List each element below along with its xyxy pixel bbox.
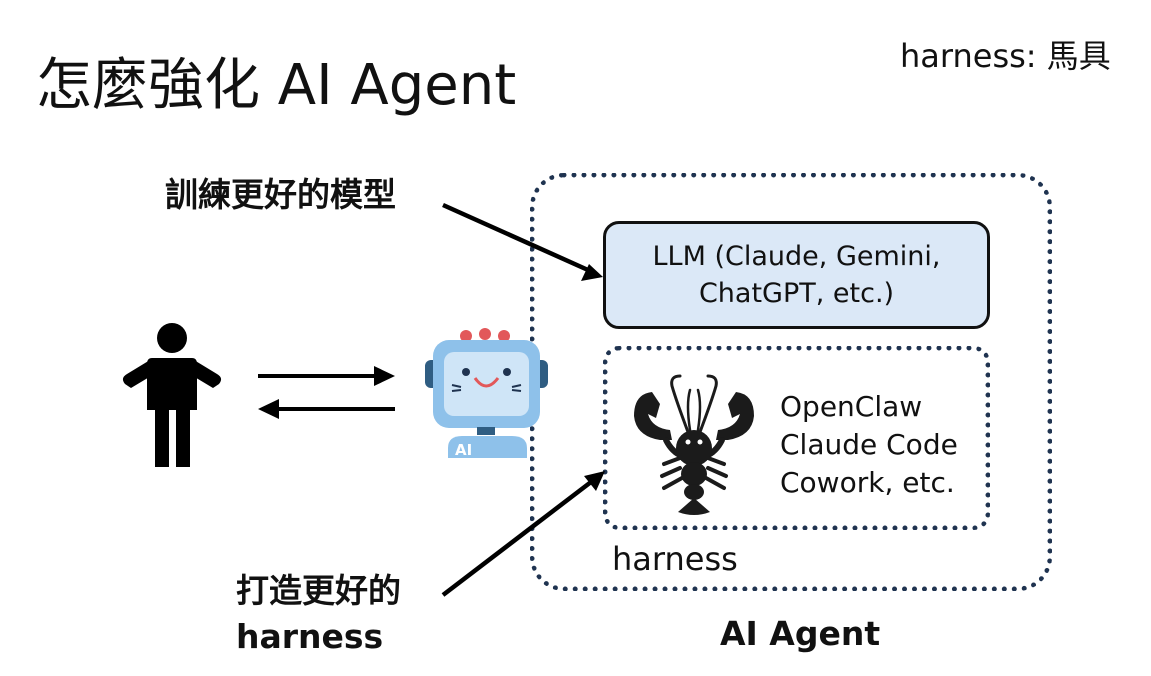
llm-box-line-1: LLM (Claude, Gemini, xyxy=(652,241,941,272)
ai-agent-caption: AI Agent xyxy=(720,614,881,653)
train-better-model-label: 訓練更好的模型 xyxy=(165,175,396,214)
harness-translation-note: harness: 馬具 xyxy=(900,37,1111,75)
ai-robot-icon xyxy=(425,328,548,458)
harness-tool-3: Cowork, etc. xyxy=(780,466,955,499)
harness-arrow xyxy=(441,471,605,597)
lobster-icon xyxy=(634,374,754,515)
harness-tool-2: Claude Code xyxy=(780,428,958,461)
harness-tools-list: OpenClaw Claude Code Cowork, etc. xyxy=(780,388,958,502)
llm-box: LLM (Claude, Gemini, ChatGPT, etc.) xyxy=(603,221,990,329)
harness-box xyxy=(603,346,990,530)
exchange-arrows xyxy=(258,366,395,419)
llm-box-line-2: ChatGPT, etc.) xyxy=(698,278,895,309)
harness-caption: harness xyxy=(612,540,738,578)
person-shrug-icon xyxy=(122,323,222,467)
page-title: 怎麼強化 AI Agent xyxy=(36,53,517,118)
robot-badge-text: AI xyxy=(455,441,472,459)
harness-tool-1: OpenClaw xyxy=(780,390,923,423)
train-arrow xyxy=(442,202,603,281)
build-better-harness-line-2: harness xyxy=(236,617,384,656)
build-better-harness-line-1: 打造更好的 xyxy=(236,571,401,610)
build-better-harness-label: 打造更好的 harness xyxy=(236,568,401,660)
